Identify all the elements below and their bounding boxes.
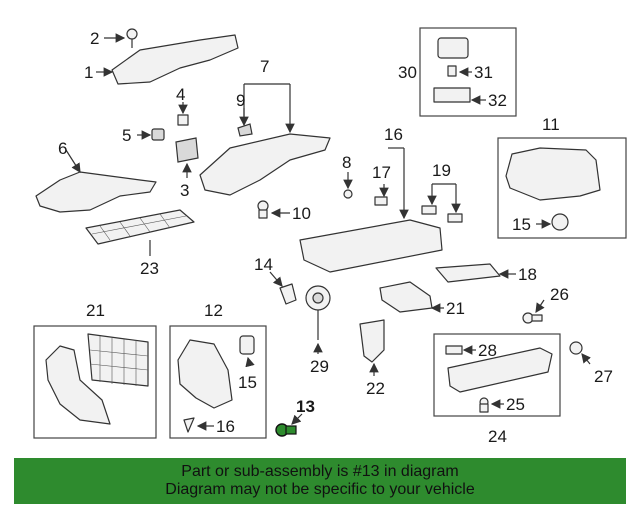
callout-30: 29 <box>310 357 329 376</box>
box-31 <box>419 27 517 117</box>
part-4-clip <box>177 114 189 126</box>
callout-15-right: 15 <box>512 215 531 234</box>
callout-13: 13 <box>296 397 315 416</box>
callout-26: 25 <box>506 395 525 414</box>
part-9-clip <box>237 123 253 137</box>
callout-6: 6 <box>58 139 67 158</box>
callout-18: 17 <box>372 163 391 182</box>
callout-3: 3 <box>180 181 189 200</box>
part-13-highlighted-bolt <box>275 423 297 437</box>
part-1-panel <box>111 34 239 85</box>
part-3-bracket <box>175 137 199 163</box>
callout-14: 14 <box>254 255 273 274</box>
part-14-hook <box>279 283 297 305</box>
box-25 <box>433 333 561 417</box>
callout-19: 18 <box>518 265 537 284</box>
part-22-net-pocket <box>87 333 149 387</box>
part-26-bolt <box>479 397 489 413</box>
part-12-side-trim <box>177 339 233 409</box>
part-11-side-trim <box>505 147 601 201</box>
callout-5: 5 <box>122 126 131 145</box>
callout-20: 19 <box>432 161 451 180</box>
box-11 <box>497 137 627 239</box>
part-7-tray <box>199 133 331 196</box>
part-28-clip <box>569 341 583 355</box>
banner-line-1: Part or sub-assembly is #13 in diagram <box>181 463 459 480</box>
callout-24: 23 <box>140 259 159 278</box>
part-31-lamp <box>437 37 469 59</box>
callout-22: 21 <box>86 301 105 320</box>
callout-28: 27 <box>594 367 613 386</box>
callout-12: 12 <box>204 301 223 320</box>
callout-11: 11 <box>542 115 560 134</box>
part-33-lens <box>433 87 471 103</box>
callout-25: 24 <box>488 427 507 446</box>
part-8-clip <box>343 189 353 199</box>
callout-2: 2 <box>90 29 99 48</box>
callout-17: 16 <box>384 125 403 144</box>
callout-4: 4 <box>176 85 185 104</box>
part-19-panel <box>435 263 501 283</box>
part-24-cargo-net <box>85 209 195 245</box>
callout-21: 21 <box>446 299 465 318</box>
callout-1: 1 <box>84 63 93 82</box>
part-23-trim <box>359 319 385 363</box>
part-5-plug <box>151 128 165 141</box>
callout-27: 26 <box>550 285 569 304</box>
callout-8: 8 <box>342 153 351 172</box>
part-20-cover-b <box>447 213 463 223</box>
part-15-cover-right <box>551 213 569 231</box>
part-21-bracket <box>379 281 433 313</box>
callout-33: 32 <box>488 91 507 110</box>
part-2-bolt <box>126 28 138 48</box>
part-29-cover <box>445 345 463 355</box>
part-15-cover-left <box>239 335 255 355</box>
callout-10: 10 <box>292 204 311 223</box>
callout-31: 30 <box>398 63 417 82</box>
part-10-bolt <box>257 200 269 219</box>
part-17-floor-board <box>299 219 443 273</box>
callout-23: 22 <box>366 379 385 398</box>
box-12 <box>169 325 267 439</box>
callout-32: 31 <box>474 63 493 82</box>
parts-diagram: 2 1 4 5 3 6 23 7 9 8 10 16 17 <box>33 27 627 446</box>
part-18-cover <box>374 196 388 206</box>
callout-9: 9 <box>236 91 245 110</box>
part-32-bulb <box>447 65 457 77</box>
callout-29: 28 <box>478 341 497 360</box>
part-16-clip <box>183 417 195 433</box>
part-30-spare-wheel-bolt <box>305 285 331 340</box>
info-banner: Part or sub-assembly is #13 in diagram D… <box>14 458 626 504</box>
part-27-bolt <box>522 312 543 324</box>
part-25-sill-plate <box>447 347 553 393</box>
callout-15-left: 15 <box>238 373 257 392</box>
callout-7: 7 <box>260 57 269 76</box>
box-22 <box>33 325 157 439</box>
part-20-cover-a <box>421 205 437 215</box>
banner-line-2: Diagram may not be specific to your vehi… <box>165 481 475 498</box>
part-22-side-trim <box>45 345 111 425</box>
callout-16: 16 <box>216 417 235 436</box>
part-6-panel <box>35 171 157 213</box>
